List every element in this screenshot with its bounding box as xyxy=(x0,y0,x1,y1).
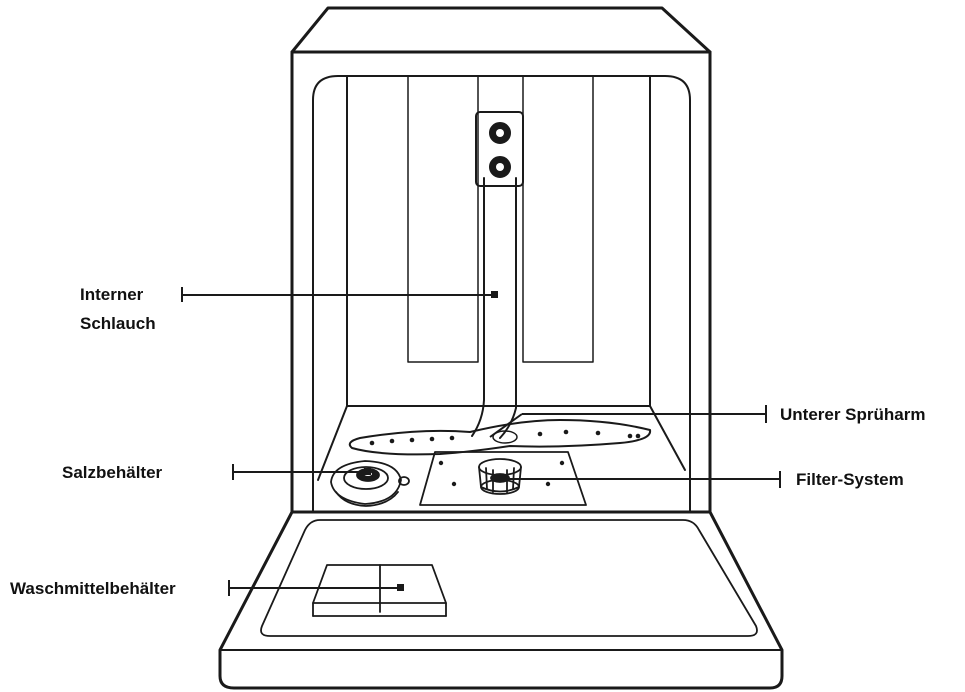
detergent-dispenser-graphic xyxy=(312,564,447,617)
back-panel-right xyxy=(522,75,594,363)
label-lower-spray-arm: Unterer Sprüharm xyxy=(780,405,925,424)
lower-spray-arm xyxy=(348,419,652,456)
label-internal-hose-line2: Schlauch xyxy=(80,314,156,333)
leader-detergent-dispenser xyxy=(228,580,404,596)
open-door xyxy=(218,510,784,690)
tub-edge-right xyxy=(649,405,686,471)
tub-back-wall xyxy=(346,75,651,407)
leader-lines xyxy=(181,287,781,596)
salt-container-graphic xyxy=(330,460,410,507)
spray-arm-nozzles xyxy=(369,429,641,446)
leader-internal-hose xyxy=(181,287,498,302)
labels: Interner Schlauch Unterer Sprüharm Salzb… xyxy=(10,285,925,598)
spray-arm-hub xyxy=(492,430,518,444)
leader-filter-system xyxy=(497,471,781,488)
door-inner-panel xyxy=(260,519,758,637)
tub-edge-left xyxy=(317,405,348,481)
floor-plate xyxy=(419,451,587,506)
leader-salt-container xyxy=(232,464,371,480)
label-detergent-dispenser: Waschmittelbehälter xyxy=(10,579,176,598)
dishwasher-top-panel xyxy=(290,6,712,54)
label-salt-container: Salzbehälter xyxy=(62,463,163,482)
label-internal-hose-line1: Interner xyxy=(80,285,144,304)
dishwasher-illustration xyxy=(218,6,784,690)
hose-connector xyxy=(475,111,524,187)
label-filter-system: Filter-System xyxy=(796,470,904,489)
leader-lower-spray-arm xyxy=(489,405,767,438)
back-panel-left xyxy=(407,75,479,363)
